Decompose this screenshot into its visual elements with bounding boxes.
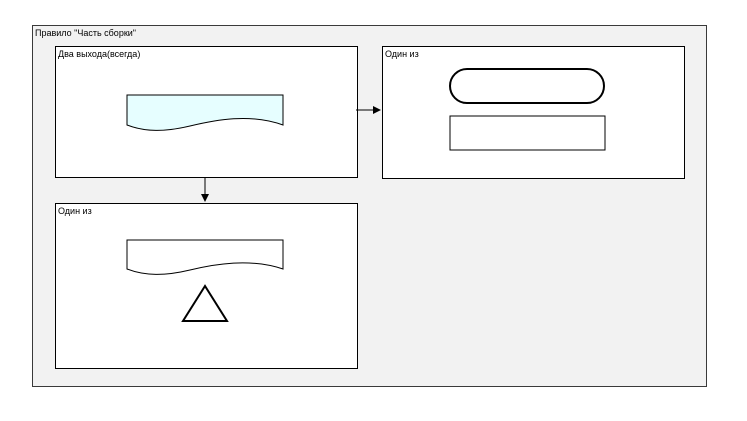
- process-rectangle[interactable]: [449, 115, 606, 151]
- rule-title: Правило "Часть сборки": [35, 28, 136, 38]
- document-shape-highlighted[interactable]: [126, 94, 284, 131]
- group-one-of-bottom-title: Один из: [58, 206, 92, 216]
- document-shape[interactable]: [126, 239, 284, 275]
- triangle-shape[interactable]: [181, 284, 229, 322]
- terminator-shape[interactable]: [449, 68, 605, 104]
- group-one-of-right-title: Один из: [385, 49, 419, 59]
- group-one-of-right[interactable]: Один из: [382, 46, 685, 179]
- group-one-of-bottom[interactable]: Один из: [55, 203, 358, 369]
- group-two-outputs-title: Два выхода(всегда): [58, 49, 141, 59]
